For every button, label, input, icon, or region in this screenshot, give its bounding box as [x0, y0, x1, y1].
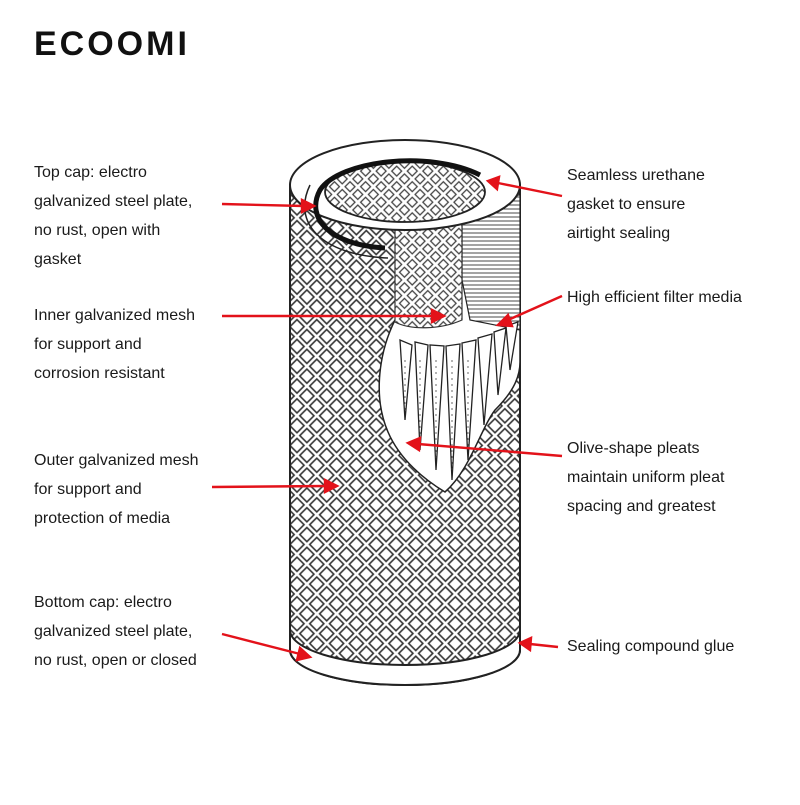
- brand-logo: ECOOMI: [34, 25, 190, 63]
- label-line: for support and: [34, 481, 142, 498]
- label-line: protection of media: [34, 510, 171, 527]
- label-glue: Sealing compound glue: [567, 632, 734, 661]
- olive-pleats: [399, 321, 519, 481]
- label-line: Outer galvanized mesh: [34, 452, 199, 469]
- label-line: High efficient filter media: [567, 289, 742, 306]
- label-line: Top cap: electro: [34, 164, 147, 181]
- label-line: no rust, open with: [34, 222, 161, 239]
- label-line: for support and: [34, 336, 142, 353]
- callout-arrows: [211, 175, 563, 662]
- label-outer-mesh: Outer galvanized mesh for support and pr…: [34, 446, 199, 533]
- inner-mesh: [394, 214, 463, 329]
- label-filter-media: High efficient filter media: [567, 283, 742, 312]
- label-line: airtight sealing: [567, 225, 671, 242]
- label-line: spacing and greatest: [567, 498, 716, 515]
- label-line: Bottom cap: electro: [34, 594, 172, 611]
- label-line: corrosion resistant: [34, 365, 165, 382]
- label-line: galvanized steel plate,: [34, 623, 193, 640]
- label-inner-mesh: Inner galvanized mesh for support and co…: [34, 301, 195, 388]
- label-line: galvanized steel plate,: [34, 193, 193, 210]
- bottom-cap: [289, 629, 521, 686]
- label-top-cap: Top cap: electro galvanized steel plate,…: [34, 158, 192, 274]
- label-line: maintain uniform pleat: [567, 469, 725, 486]
- label-line: Sealing compound glue: [567, 638, 735, 655]
- label-bottom-cap: Bottom cap: electro galvanized steel pla…: [34, 588, 197, 675]
- label-line: gasket: [34, 251, 82, 268]
- label-line: no rust, open or closed: [34, 652, 197, 669]
- label-line: gasket to ensure: [567, 196, 686, 213]
- label-line: Seamless urethane: [567, 167, 705, 184]
- gasket: [313, 158, 482, 251]
- label-gasket: Seamless urethane gasket to ensure airti…: [567, 161, 705, 248]
- label-line: Olive-shape pleats: [567, 440, 700, 457]
- label-pleats: Olive-shape pleats maintain uniform plea…: [567, 434, 724, 521]
- label-line: Inner galvanized mesh: [34, 307, 195, 324]
